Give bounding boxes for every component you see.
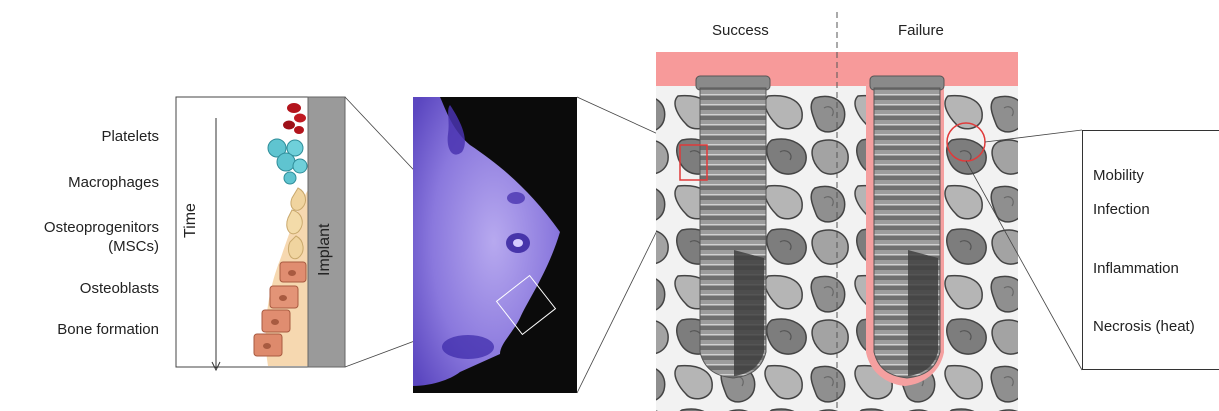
success-implant [696, 76, 770, 378]
failure-implant [870, 76, 944, 382]
time-axis-label: Time [182, 203, 200, 238]
cause-infection: Infection [1093, 201, 1150, 218]
implant-comparison-panel [656, 12, 1018, 411]
cause-necrosis-heat: Necrosis (heat) [1093, 318, 1195, 335]
cause-inflammation: Inflammation [1093, 260, 1179, 277]
histology-image [413, 97, 577, 393]
failure-heading: Failure [898, 22, 944, 40]
implant-label: Implant [316, 224, 334, 276]
cause-mobility: Mobility [1093, 167, 1144, 184]
success-heading: Success [712, 22, 769, 40]
